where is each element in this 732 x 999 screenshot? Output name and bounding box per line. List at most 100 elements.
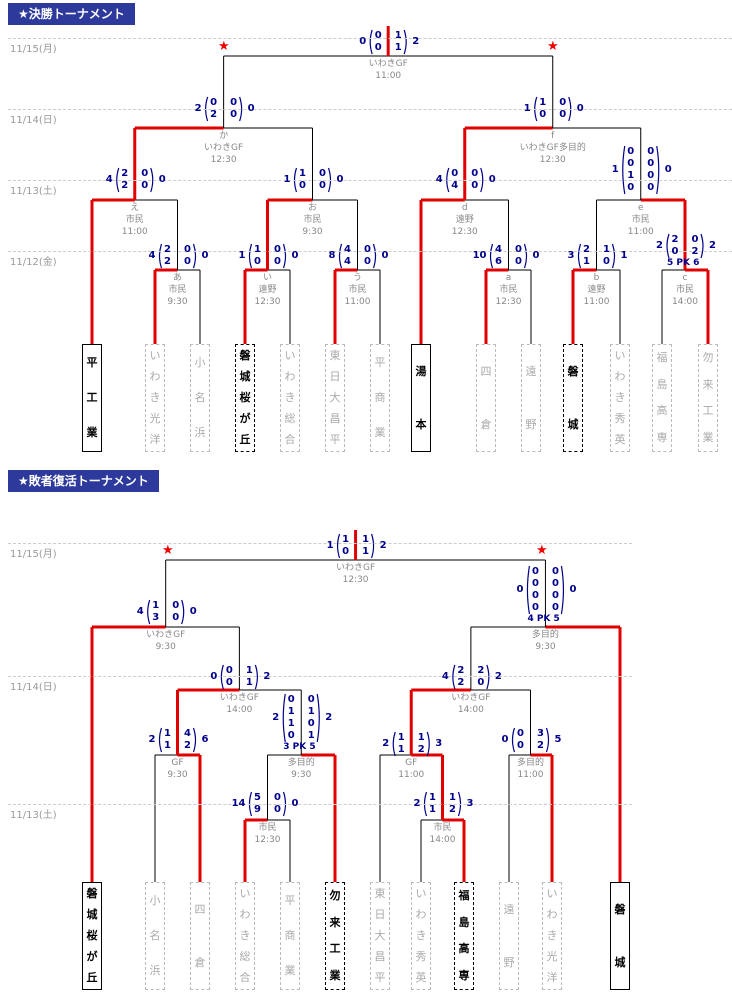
team-name-char: 工 — [702, 404, 714, 418]
score-half-right: 0 — [274, 804, 281, 815]
team-name-box: 磐城 — [610, 882, 630, 990]
team-name-char: い — [284, 348, 296, 362]
score-half-right: 0 — [691, 234, 699, 245]
score-half-right: 2 — [417, 744, 425, 755]
team-name-char: 福 — [458, 889, 470, 903]
team-name-char: い — [614, 348, 626, 362]
date-label: 11/13(土) — [10, 186, 57, 197]
score-half-right: 2 — [184, 740, 191, 751]
score-half-right: 0 — [647, 170, 655, 181]
score-total-right: 2 — [709, 240, 716, 251]
penalty-kick-score: 5 PK 6 — [667, 258, 700, 268]
score-bracket — [489, 243, 494, 269]
score-bracket — [192, 243, 197, 269]
score-half-left: 2 — [583, 244, 590, 255]
match-venue: 市民 — [433, 823, 452, 833]
team-name-char: 業 — [329, 968, 341, 982]
team-name-char: 遠 — [503, 902, 515, 916]
score-total-right: 0 — [201, 250, 209, 261]
score-half-left: 0 — [531, 578, 539, 589]
score-half-left: 0 — [517, 728, 524, 739]
champion-star-icon: ★ — [536, 543, 548, 558]
team-name-box: いわき光洋 — [145, 344, 165, 452]
team-name-char: 秀 — [614, 412, 626, 426]
date-label: 11/14(日) — [10, 682, 57, 693]
team-name-box: いわき総合 — [280, 344, 300, 452]
score-bracket — [486, 664, 490, 690]
match-venue: 市民 — [348, 285, 367, 295]
score-bracket — [254, 664, 258, 690]
date-label: 11/14(日) — [10, 115, 57, 126]
score-half-left: 0 — [671, 246, 679, 257]
score-bracket — [560, 565, 565, 615]
team-name-char: 浜 — [194, 426, 206, 440]
date-label: 11/12(金) — [10, 257, 57, 268]
match-venue: 多目的 — [516, 758, 544, 768]
score-bracket — [511, 727, 516, 753]
score-half-right: 0 — [515, 256, 522, 267]
team-name-char: 来 — [329, 915, 341, 929]
score-total-right: 0 — [576, 103, 584, 114]
team-name-char: 来 — [702, 377, 714, 391]
team-name-box: 東日大昌平 — [325, 344, 345, 452]
champion-star-icon: ★ — [162, 543, 174, 558]
team-name-char: 業 — [86, 426, 98, 440]
score-bracket — [282, 243, 287, 269]
team-name-box: 勿来工業 — [698, 344, 718, 452]
match-venue: 市民 — [168, 285, 187, 295]
score-total-right: 2 — [412, 36, 420, 47]
score-half-left: 1 — [164, 740, 171, 751]
score-half-left: 2 — [671, 234, 679, 245]
score-half-right: 1 — [245, 665, 253, 676]
score-bracket — [426, 731, 430, 757]
team-name-char: 業 — [702, 430, 714, 444]
score-half-right: 4 — [184, 728, 191, 739]
score-bracket — [158, 243, 163, 269]
match-code: う — [352, 273, 362, 283]
match-code: f — [551, 131, 555, 141]
score-half-left: 1 — [627, 170, 635, 181]
match-time: 14:00 — [672, 297, 698, 307]
team-name-char: 小 — [149, 893, 161, 907]
match-venue: 遠野 — [455, 215, 474, 225]
score-total-left: 1 — [238, 250, 246, 261]
score-total-left: 4 — [105, 174, 113, 185]
team-name-char: 城 — [614, 955, 626, 969]
score-total-right: 0 — [569, 584, 577, 595]
team-name-char: わ — [149, 369, 161, 383]
match-time: 14:00 — [457, 705, 484, 715]
score-total-left: 1 — [523, 103, 531, 114]
score-half-right: 0 — [274, 256, 281, 267]
team-name-box: 磐城 — [563, 344, 583, 452]
match-time: 12:30 — [342, 575, 369, 585]
score-half-left: 0 — [627, 158, 635, 169]
score-total-left: 2 — [194, 103, 202, 114]
date-label: 11/13(土) — [10, 810, 57, 821]
match-time: 12:30 — [451, 227, 478, 237]
team-name-char: 島 — [656, 377, 668, 391]
score-bracket — [282, 693, 286, 743]
score-half-right: 0 — [647, 182, 655, 193]
team-name-char: 昌 — [374, 950, 386, 964]
match-time: 11:00 — [517, 770, 544, 780]
team-name-char: 桜 — [86, 928, 98, 942]
team-name-char: 平 — [86, 355, 98, 369]
score-total-left: 0 — [501, 734, 509, 745]
score-half-right: 0 — [172, 612, 180, 623]
penalty-kick-score: 4 PK 5 — [527, 614, 560, 624]
score-half-left: 1 — [397, 732, 405, 743]
team-name-box: いわき総合 — [235, 882, 255, 990]
score-half-right: 0 — [319, 180, 326, 191]
team-name-char: 高 — [458, 942, 470, 956]
score-total-left: 8 — [328, 250, 336, 261]
score-half-left: 0 — [517, 740, 524, 751]
score-bracket — [622, 145, 626, 195]
